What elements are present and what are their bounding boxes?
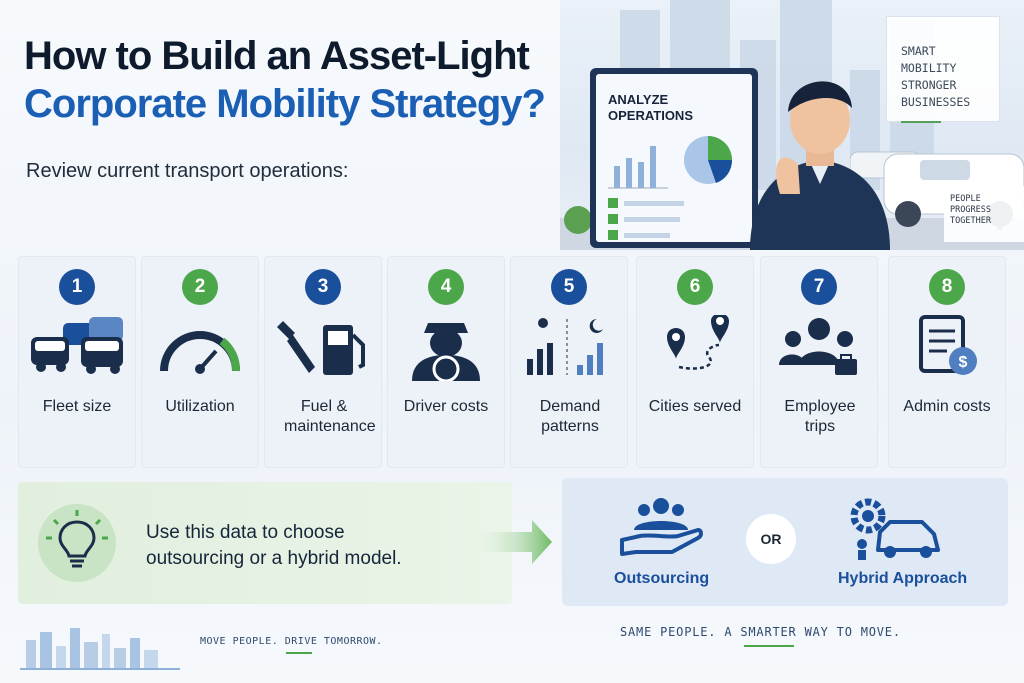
tip-text: Use this data to choose outsourcing or a… <box>146 520 402 572</box>
step-card-cities-served: 6 Cities served <box>636 256 754 468</box>
car-sign-line: PEOPLE <box>950 194 981 204</box>
footer-slogan-left: MOVE PEOPLE. DRIVE TOMORROW. <box>200 636 383 647</box>
city-skyline-icon <box>20 628 180 670</box>
step-label: Driver costs <box>403 398 489 415</box>
step-label: Admin costs <box>903 398 991 415</box>
step-card-utilization: 2 Utilization <box>141 256 259 468</box>
step-label: Demand patterns <box>539 398 601 435</box>
tagline-line: BUSINESSES <box>901 95 971 109</box>
or-divider: OR <box>746 514 796 564</box>
step-card-employee-trips: 7 Employee trips <box>760 256 878 468</box>
gauge-icon <box>152 315 248 381</box>
step-number: 3 <box>305 269 341 305</box>
car-sign-line: TOGETHER <box>950 216 991 226</box>
page-title-line2: Corporate Mobility Strategy? <box>24 82 546 126</box>
step-number: 5 <box>551 269 587 305</box>
tagline-line: SMART <box>901 44 936 58</box>
step-card-demand-patterns: 5 Demand patterns <box>510 256 628 468</box>
dashboard-chart-icon <box>608 136 733 240</box>
driver-icon <box>398 315 494 383</box>
step-number: 1 <box>59 269 95 305</box>
step-number: 8 <box>929 269 965 305</box>
step-number: 4 <box>428 269 464 305</box>
tagline-card: SMART MOBILITY STRONGER BUSINESSES <box>886 16 1000 123</box>
step-card-admin-costs: 8 $ Admin costs <box>888 256 1006 468</box>
svg-text:$: $ <box>959 354 968 371</box>
tip-line: Use this data to choose <box>146 522 345 543</box>
team-briefcase-icon <box>771 315 867 381</box>
outsourcing-hand-people-icon <box>620 498 703 556</box>
step-card-driver-costs: 4 Driver costs <box>387 256 505 468</box>
tip-line: outsourcing or a hybrid model. <box>146 548 402 569</box>
lightbulb-icon <box>38 504 116 582</box>
model-options-panel: Outsourcing OR Hybrid Approach <box>562 478 1008 606</box>
businessman-icon <box>750 81 890 250</box>
arrow-right-icon <box>480 520 552 564</box>
footer-slogan-right: SAME PEOPLE. A SMARTER WAY TO MOVE. <box>620 625 901 639</box>
step-card-fuel-maintenance: 3 Fuel & maintenance <box>264 256 382 468</box>
outsourcing-label: Outsourcing <box>614 570 710 587</box>
wrench-fuel-icon <box>275 315 371 381</box>
day-night-chart-icon <box>521 315 617 381</box>
page-title-line1: How to Build an Asset-Light <box>24 34 530 78</box>
step-label: Fuel & maintenance <box>284 398 376 435</box>
document-dollar-icon: $ <box>899 315 995 381</box>
step-label: Employee trips <box>784 398 856 435</box>
step-label: Fleet size <box>42 398 112 415</box>
analytics-monitor: ANALYZE OPERATIONS <box>590 68 758 248</box>
car-sign-card: PEOPLE PROGRESS TOGETHER <box>944 186 1024 242</box>
tagline-line: STRONGER <box>901 78 957 92</box>
hybrid-approach-label: Hybrid Approach <box>838 570 968 587</box>
monitor-title: ANALYZE OPERATIONS <box>608 92 693 123</box>
page-subtitle: Review current transport operations: <box>26 160 349 182</box>
step-number: 6 <box>677 269 713 305</box>
tagline-line: MOBILITY <box>901 61 957 75</box>
cars-icon <box>29 315 125 381</box>
tip-callout: Use this data to choose outsourcing or a… <box>18 482 512 604</box>
step-number: 7 <box>801 269 837 305</box>
step-number: 2 <box>182 269 218 305</box>
route-pins-icon <box>647 313 743 381</box>
hybrid-gear-car-icon <box>850 498 940 560</box>
car-sign-line: PROGRESS <box>950 205 991 215</box>
step-label: Cities served <box>648 398 742 415</box>
step-card-fleet-size: 1 Fleet size <box>18 256 136 468</box>
step-label: Utilization <box>165 398 235 415</box>
